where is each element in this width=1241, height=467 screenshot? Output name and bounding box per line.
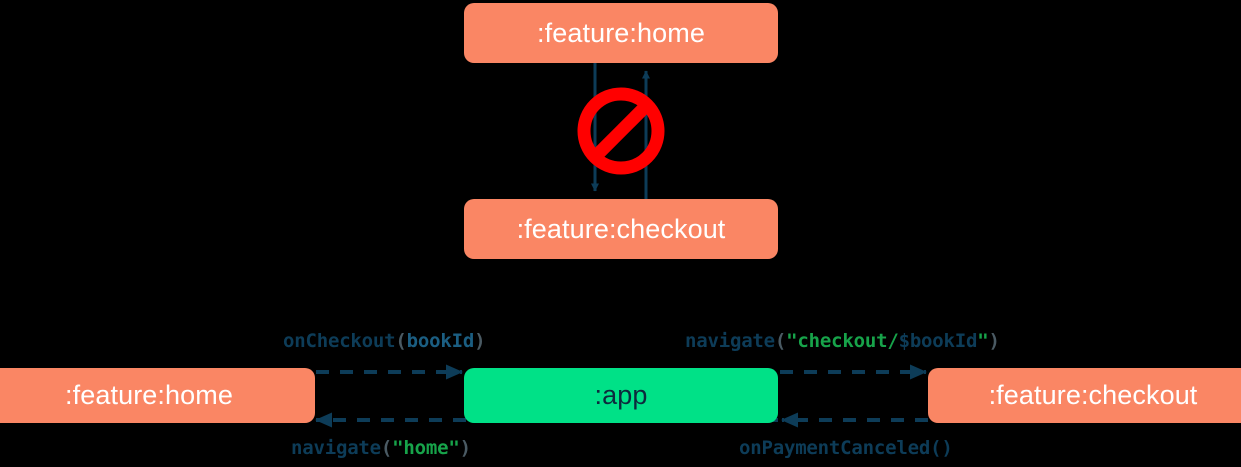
label-token-variable: $bookId bbox=[898, 330, 978, 352]
module-node-feature-checkout-bottom[interactable]: :feature:checkout bbox=[928, 368, 1241, 423]
module-node-feature-home-bottom[interactable]: :feature:home bbox=[0, 368, 315, 423]
label-token-fn: onCheckout bbox=[283, 330, 396, 352]
module-node-app[interactable]: :app bbox=[464, 368, 778, 423]
module-node-label: :app bbox=[594, 380, 648, 410]
edge-label-on-payment-canceled: onPaymentCanceled() bbox=[739, 437, 953, 459]
label-token-fn: onPaymentCanceled bbox=[739, 437, 931, 459]
module-node-feature-checkout-top[interactable]: :feature:checkout bbox=[464, 199, 778, 259]
module-node-label: :feature:checkout bbox=[516, 213, 726, 244]
label-token-open: ( bbox=[774, 330, 787, 352]
label-token-fn: navigate bbox=[685, 330, 775, 352]
label-token-fn: navigate bbox=[291, 437, 381, 459]
module-node-label: :feature:home bbox=[65, 380, 233, 410]
label-token-close: ) bbox=[988, 330, 1000, 352]
label-token-string: home bbox=[403, 437, 449, 459]
edge-label-on-checkout: onCheckout(bookId) bbox=[283, 330, 486, 352]
label-token-quote-open: " bbox=[392, 437, 404, 459]
label-token-open: ( bbox=[395, 330, 407, 352]
edge-label-navigate-checkout: navigate("checkout/$bookId") bbox=[685, 330, 1000, 352]
label-token-string: checkout/ bbox=[797, 330, 899, 352]
label-token-quote-close: " bbox=[448, 437, 460, 459]
label-token-close: ) bbox=[474, 330, 486, 352]
module-node-label: :feature:checkout bbox=[988, 380, 1198, 410]
label-token-close: ) bbox=[459, 437, 471, 459]
label-token-open: ( bbox=[380, 437, 393, 459]
label-token-open: ( bbox=[930, 437, 942, 459]
label-token-arg: bookId bbox=[406, 330, 475, 352]
label-token-close: ) bbox=[941, 437, 953, 459]
module-node-label: :feature:home bbox=[537, 17, 705, 48]
label-token-quote-open: " bbox=[786, 330, 798, 352]
no-entry-icon bbox=[577, 87, 665, 175]
label-token-quote-close: " bbox=[977, 330, 989, 352]
module-node-feature-home-top[interactable]: :feature:home bbox=[464, 3, 778, 63]
edge-label-navigate-home: navigate("home") bbox=[291, 437, 471, 459]
